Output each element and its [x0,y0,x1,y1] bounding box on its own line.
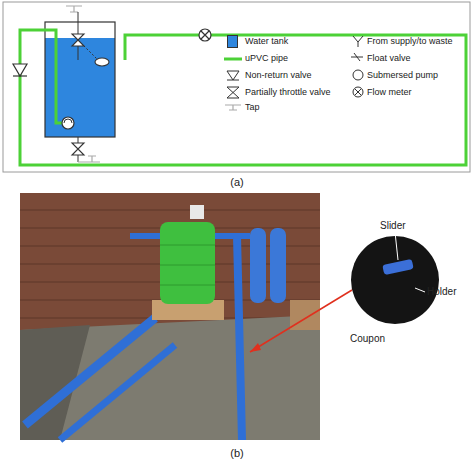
leader-line [415,288,425,292]
figure-label: Slider [380,220,406,231]
coupon-slider [382,259,413,275]
leader-line [395,232,398,260]
throttle-valve [72,143,84,155]
panel-frame [3,2,470,172]
brick-lines [20,210,320,318]
legend-text: Float valve [367,54,411,64]
blue-cylinder [250,228,266,303]
figure-label: (b) [230,447,243,459]
pipe-sample [224,58,242,61]
legend-swatch [227,35,238,48]
tank-ribs [160,245,215,285]
flow-meter-cross [201,31,209,39]
figure-label: Coupon [350,333,385,344]
pump-detail [64,119,72,123]
figure-label: (a) [230,176,243,188]
pointer-arrow [250,290,352,352]
throttle-sample [227,87,239,98]
meter-sample [353,87,363,97]
float-sample [351,53,363,61]
meter-sample-cross [355,89,361,95]
blue-cylinder [270,228,286,303]
legend-text: Flow meter [367,88,412,98]
figure-label: Holder [427,286,456,297]
tap-symbol [66,6,82,12]
blue-pipe [25,318,155,425]
non-return-valve-bar [13,75,27,76]
legend-text: uPVC pipe [245,54,288,64]
brick-wall [20,193,320,440]
green-tank [160,222,215,304]
legend-text: Tap [245,103,260,113]
blue-pipe [60,345,175,440]
pump-sample [353,70,363,80]
coupon-holder [351,236,439,324]
blue-pipe [237,236,242,440]
wall-sign [190,205,204,219]
submersed-pump [62,117,74,129]
flow-meter [199,29,211,41]
tap-sample [225,105,241,110]
float-valve [95,58,109,66]
legend-text: From supply/to waste [367,37,453,47]
legend-text: Submersed pump [367,71,438,81]
non-return-sample [227,71,239,80]
float-link [78,40,98,60]
legend-text: Partially throttle valve [245,88,331,98]
upvc-pipe [20,30,466,165]
supply-sample [353,36,363,47]
legend-text: Water tank [245,37,288,47]
legend-text: Non-return valve [245,71,312,81]
floor [20,315,320,440]
non-return-valve [13,64,27,76]
tap-symbol [78,156,100,162]
arrow-head [250,343,261,352]
